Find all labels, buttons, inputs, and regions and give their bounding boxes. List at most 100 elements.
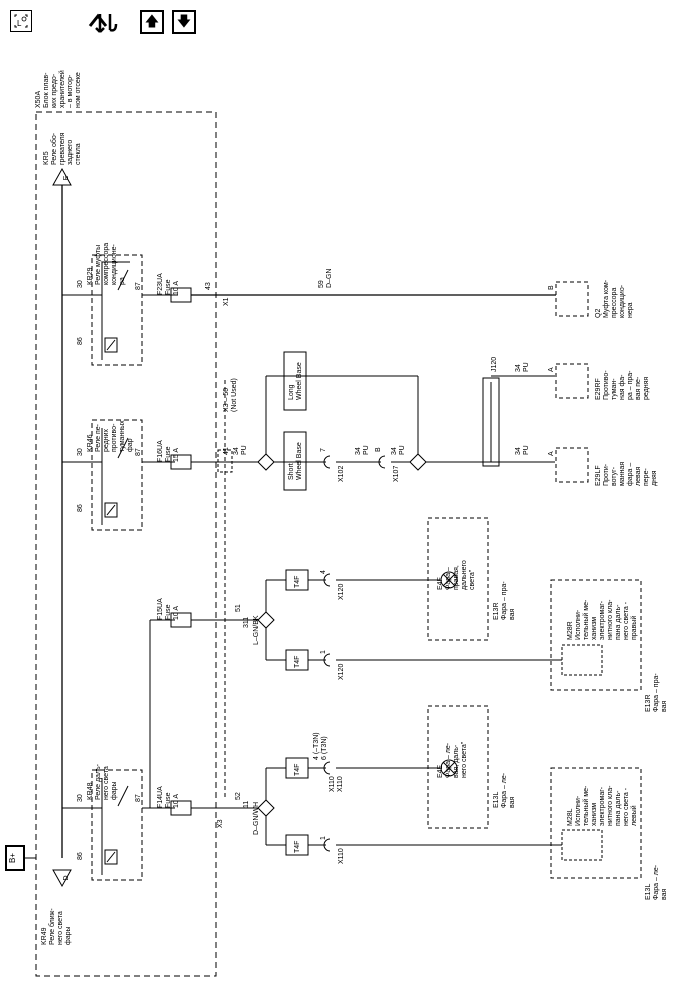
svg-text:нитного кла-: нитного кла- bbox=[607, 785, 614, 826]
svg-text:F23UA: F23UA bbox=[157, 273, 164, 295]
svg-text:PU: PU bbox=[241, 445, 248, 455]
pin-52: 52 bbox=[235, 792, 242, 800]
svg-text:Фара – ле-: Фара – ле- bbox=[653, 864, 660, 900]
arrow-up-button[interactable]: 🡅 bbox=[140, 10, 164, 34]
svg-text:– в мотор-: – в мотор- bbox=[67, 74, 74, 108]
svg-text:E29LF: E29LF bbox=[595, 465, 602, 486]
not-used-label: (Not Used) bbox=[231, 378, 238, 412]
svg-text:него света: него света bbox=[57, 911, 64, 945]
pin-d-label: D bbox=[63, 875, 70, 880]
svg-text:E13R: E13R bbox=[645, 694, 652, 712]
svg-text:Противо-: Противо- bbox=[603, 370, 610, 400]
svg-text:Short: Short bbox=[288, 463, 295, 480]
svg-text:E13R: E13R bbox=[493, 602, 500, 620]
svg-text:кондицио-: кондицио- bbox=[619, 284, 626, 318]
svg-text:манная: манная bbox=[619, 462, 626, 486]
arrow-down-button[interactable]: 🡇 bbox=[172, 10, 196, 34]
kr48-pin-86: 86 bbox=[77, 852, 84, 860]
svg-text:Исполни-: Исполни- bbox=[575, 609, 582, 640]
svg-text:левый: левый bbox=[630, 805, 638, 826]
svg-text:вая: вая bbox=[509, 608, 516, 620]
e29rf-box bbox=[555, 363, 589, 399]
svg-text:ра – пра-: ра – пра- bbox=[627, 370, 634, 400]
svg-text:редняя: редняя bbox=[643, 377, 650, 400]
pin-41: 41 bbox=[223, 447, 230, 455]
svg-text:Проти-: Проти- bbox=[603, 463, 610, 486]
x107-label: X107 bbox=[393, 466, 400, 482]
wiring-flow-icon[interactable] bbox=[86, 8, 126, 36]
svg-text:фары: фары bbox=[111, 781, 118, 800]
j120-block bbox=[482, 377, 500, 467]
svg-text:15 A: 15 A bbox=[173, 448, 180, 462]
pin-11: 11 bbox=[243, 801, 250, 808]
svg-text:PU: PU bbox=[523, 445, 530, 455]
svg-text:34: 34 bbox=[391, 447, 398, 455]
svg-text:KR5: KR5 bbox=[43, 151, 50, 165]
x3-50-label: X3 – 50 bbox=[223, 388, 230, 412]
x102-pin-7: 7 bbox=[320, 448, 327, 452]
svg-text:ханизм: ханизм bbox=[591, 617, 598, 640]
wire-dgnwh-label: D–GN/WH bbox=[253, 802, 260, 835]
svg-text:вая, даль-: вая, даль- bbox=[453, 744, 460, 778]
e29lf-box bbox=[555, 447, 589, 483]
pin-d-triangle bbox=[52, 869, 72, 888]
svg-text:E13L: E13L bbox=[493, 792, 500, 808]
svg-text:34: 34 bbox=[355, 447, 362, 455]
e29lf-pin-a: A bbox=[548, 451, 555, 456]
svg-text:дальнего: дальнего bbox=[461, 560, 468, 590]
svg-text:Fuse: Fuse bbox=[165, 446, 172, 462]
svg-text:вая пе-: вая пе- bbox=[635, 376, 642, 400]
e4f-box bbox=[427, 517, 489, 641]
lamp-e4e bbox=[440, 759, 458, 777]
svg-text:KR29: KR29 bbox=[87, 267, 94, 285]
x120-label-1: X120 bbox=[338, 584, 345, 600]
svg-text:B+: B+ bbox=[8, 853, 17, 863]
svg-text:34: 34 bbox=[233, 447, 240, 455]
svg-text:Fuse: Fuse bbox=[165, 604, 172, 620]
kr46-pin-86: 86 bbox=[77, 504, 84, 512]
e4e-box bbox=[427, 705, 489, 829]
x120-pin-1: 1 bbox=[320, 650, 327, 654]
svg-text:Q2: Q2 bbox=[595, 309, 602, 318]
svg-text:Реле даль-: Реле даль- bbox=[95, 763, 102, 800]
svg-text:тельный ме-: тельный ме- bbox=[582, 785, 590, 826]
m28l-box bbox=[550, 767, 642, 879]
svg-text:Фара –: Фара – bbox=[445, 567, 452, 590]
svg-text:стекла: стекла bbox=[75, 143, 82, 165]
x3-label: X3 bbox=[217, 819, 224, 828]
svg-text:левая: левая bbox=[635, 466, 642, 486]
pin-311: 311 bbox=[243, 617, 250, 628]
svg-text:правая,: правая, bbox=[453, 565, 460, 590]
long-wb-box bbox=[283, 351, 307, 411]
svg-text:пана даль-: пана даль- bbox=[615, 604, 622, 640]
t4f-label-4: T4F bbox=[294, 841, 301, 853]
svg-text:F15UA: F15UA bbox=[157, 598, 164, 620]
legend-icon[interactable]: L bbox=[10, 10, 32, 32]
splice-long-wb bbox=[409, 453, 427, 471]
svg-text:туман-: туман- bbox=[611, 378, 618, 400]
svg-text:E29RF: E29RF bbox=[595, 378, 602, 400]
svg-text:E4F: E4F bbox=[437, 577, 444, 590]
svg-text:электромаг-: электромаг- bbox=[599, 786, 606, 826]
x110-pin-1: 1 bbox=[320, 836, 327, 840]
svg-text:X50A: X50A bbox=[35, 91, 42, 108]
x110-label-a: X110 bbox=[329, 776, 336, 792]
svg-text:M28L: M28L bbox=[567, 808, 574, 826]
svg-text:правый: правый bbox=[630, 616, 638, 640]
svg-text:PU: PU bbox=[523, 362, 530, 372]
